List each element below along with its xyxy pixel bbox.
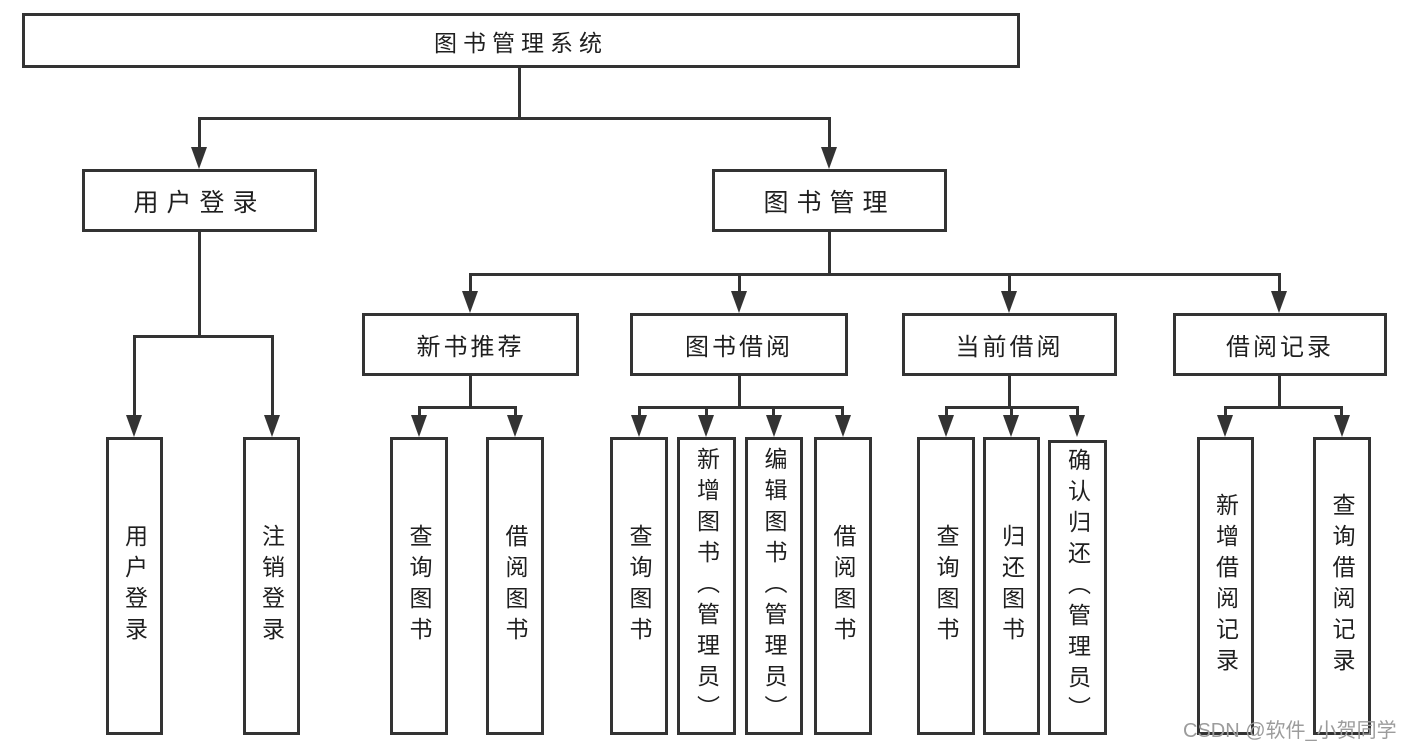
connector-drop-br-add xyxy=(1224,406,1227,418)
connector-drop-book-borrowing xyxy=(738,273,741,293)
arrowhead-br-query-icon xyxy=(1334,415,1350,437)
node-new-book-rec: 新书推荐 xyxy=(362,313,579,376)
leaf-br-query-record: 查询借阅记录 xyxy=(1313,437,1371,735)
node-book-mgmt: 图书管理 xyxy=(712,169,947,232)
connector-book-mgmt-bus xyxy=(469,273,1281,276)
leaf-user-login: 用户登录 xyxy=(106,437,163,735)
arrowhead-current-borrowing-icon xyxy=(1001,291,1017,313)
connector-drop-cb-query xyxy=(945,406,948,418)
arrowhead-nb-query-icon xyxy=(411,415,427,437)
arrowhead-book-borrowing-icon xyxy=(731,291,747,313)
connector-new-book-rec-bus xyxy=(418,406,516,409)
leaf-logout: 注销登录 xyxy=(243,437,300,735)
connector-book-borrowing-stub xyxy=(738,376,741,407)
leaf-cb-query-books: 查询图书 xyxy=(917,437,975,735)
leaf-cb-return-books: 归还图书 xyxy=(983,437,1040,735)
connector-book-borrowing-bus xyxy=(638,406,844,409)
connector-root-stub xyxy=(518,67,521,118)
connector-drop-nb-query xyxy=(418,406,421,418)
connector-current-borrowing-stub xyxy=(1008,376,1011,407)
arrowhead-user-login-icon xyxy=(191,147,207,169)
leaf-br-add-record: 新增借阅记录 xyxy=(1197,437,1254,735)
node-current-borrowing: 当前借阅 xyxy=(902,313,1117,376)
arrowhead-borrowing-records-icon xyxy=(1271,291,1287,313)
connector-drop-bb-add xyxy=(705,406,708,418)
arrowhead-leaf-logout-icon xyxy=(264,415,280,437)
arrowhead-cb-query-icon xyxy=(938,415,954,437)
connector-borrowing-records-stub xyxy=(1278,376,1281,407)
arrowhead-bb-borrow-icon xyxy=(835,415,851,437)
node-user-login: 用户登录 xyxy=(82,169,317,232)
arrowhead-bb-add-icon xyxy=(698,415,714,437)
connector-user-login-bus xyxy=(133,335,274,338)
connector-drop-nb-borrow xyxy=(514,406,517,418)
connector-drop-leaf-logout xyxy=(271,335,274,417)
arrowhead-cb-return-icon xyxy=(1003,415,1019,437)
leaf-bb-edit-books-admin: 编辑图书（管理员） xyxy=(745,437,803,735)
connector-book-mgmt-stub xyxy=(828,232,831,275)
connector-drop-user-login xyxy=(198,117,201,150)
leaf-nb-query-books: 查询图书 xyxy=(390,437,448,735)
connector-root-bus xyxy=(198,117,831,120)
connector-drop-leaf-user-login xyxy=(133,335,136,417)
arrowhead-leaf-user-login-icon xyxy=(126,415,142,437)
connector-drop-cb-confirm xyxy=(1076,406,1079,418)
connector-drop-new-book-rec xyxy=(469,273,472,293)
connector-drop-bb-edit xyxy=(772,406,775,418)
connector-drop-borrowing-records xyxy=(1278,273,1281,293)
connector-borrowing-records-bus xyxy=(1224,406,1343,409)
connector-drop-bb-query xyxy=(638,406,641,418)
connector-drop-br-query xyxy=(1340,406,1343,418)
arrowhead-bb-edit-icon xyxy=(766,415,782,437)
node-borrowing-records: 借阅记录 xyxy=(1173,313,1387,376)
connector-new-book-rec-stub xyxy=(469,376,472,407)
leaf-nb-borrow-books: 借阅图书 xyxy=(486,437,544,735)
arrowhead-br-add-icon xyxy=(1217,415,1233,437)
leaf-bb-query-books: 查询图书 xyxy=(610,437,668,735)
leaf-bb-borrow-books: 借阅图书 xyxy=(814,437,872,735)
arrowhead-nb-borrow-icon xyxy=(507,415,523,437)
csdn-watermark: CSDN @软件_小贺同学 xyxy=(1183,720,1397,742)
node-book-borrowing: 图书借阅 xyxy=(630,313,848,376)
leaf-bb-add-books-admin: 新增图书（管理员） xyxy=(677,437,736,735)
arrowhead-bb-query-icon xyxy=(631,415,647,437)
arrowhead-cb-confirm-icon xyxy=(1069,415,1085,437)
arrowhead-book-mgmt-icon xyxy=(821,147,837,169)
leaf-cb-confirm-return-admin: 确认归还（管理员） xyxy=(1048,440,1107,735)
node-root: 图书管理系统 xyxy=(22,13,1020,68)
arrowhead-new-book-rec-icon xyxy=(462,291,478,313)
connector-drop-book-mgmt xyxy=(828,117,831,150)
connector-user-login-stub xyxy=(198,232,201,336)
connector-drop-current-borrowing xyxy=(1008,273,1011,293)
connector-drop-cb-return xyxy=(1010,406,1013,418)
connector-drop-bb-borrow xyxy=(841,406,844,418)
